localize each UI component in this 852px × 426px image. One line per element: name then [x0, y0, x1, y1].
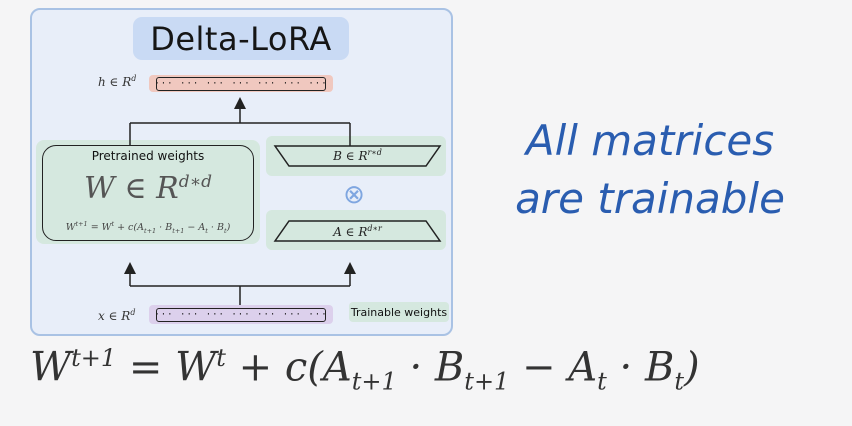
side-caption-line-2: are trainable	[515, 174, 785, 223]
pretrained-weights-box	[42, 145, 254, 241]
diagram-title: Delta-LoRA	[133, 17, 349, 60]
pretrained-trainable-highlight	[36, 140, 260, 244]
bottom-equation: Wt+1 = Wt + c(At+1 · Bt+1 − At · Bt)	[30, 344, 700, 396]
pretrained-weights-label: Pretrained weights	[91, 149, 205, 163]
side-caption-line-1: All matrices	[525, 116, 775, 165]
matrix-a-shape	[273, 220, 442, 242]
input-vector-label: x ∈ Rd	[98, 308, 136, 323]
matrix-a-label: A ∈ Rd∗r	[333, 224, 382, 239]
matrix-b-trainable-highlight	[266, 136, 446, 176]
product-operator-icon: ⊗	[343, 180, 365, 210]
side-caption: All matrices are trainable	[470, 112, 830, 228]
input-vector-bar: ··· ··· ··· ··· ··· ··· ··· ··· ···	[156, 308, 326, 322]
pretrained-matrix-expression: W ∈ Rd∗d	[83, 171, 213, 206]
matrix-b-label: B ∈ Rr∗d	[333, 148, 382, 163]
input-vector-highlight	[149, 305, 333, 324]
pretrained-update-rule: Wt+1 = Wt + c(At+1 · Bt+1 − At · Bt)	[65, 220, 231, 236]
trainable-weights-legend: Trainable weights	[349, 302, 449, 322]
output-vector-bar: ··· ··· ··· ··· ··· ··· ··· ··· ···	[156, 77, 326, 91]
output-vector-highlight	[149, 75, 333, 92]
matrix-a-trainable-highlight	[266, 210, 446, 250]
output-vector-label: h ∈ Rd	[98, 74, 137, 89]
matrix-b-shape	[273, 145, 442, 167]
